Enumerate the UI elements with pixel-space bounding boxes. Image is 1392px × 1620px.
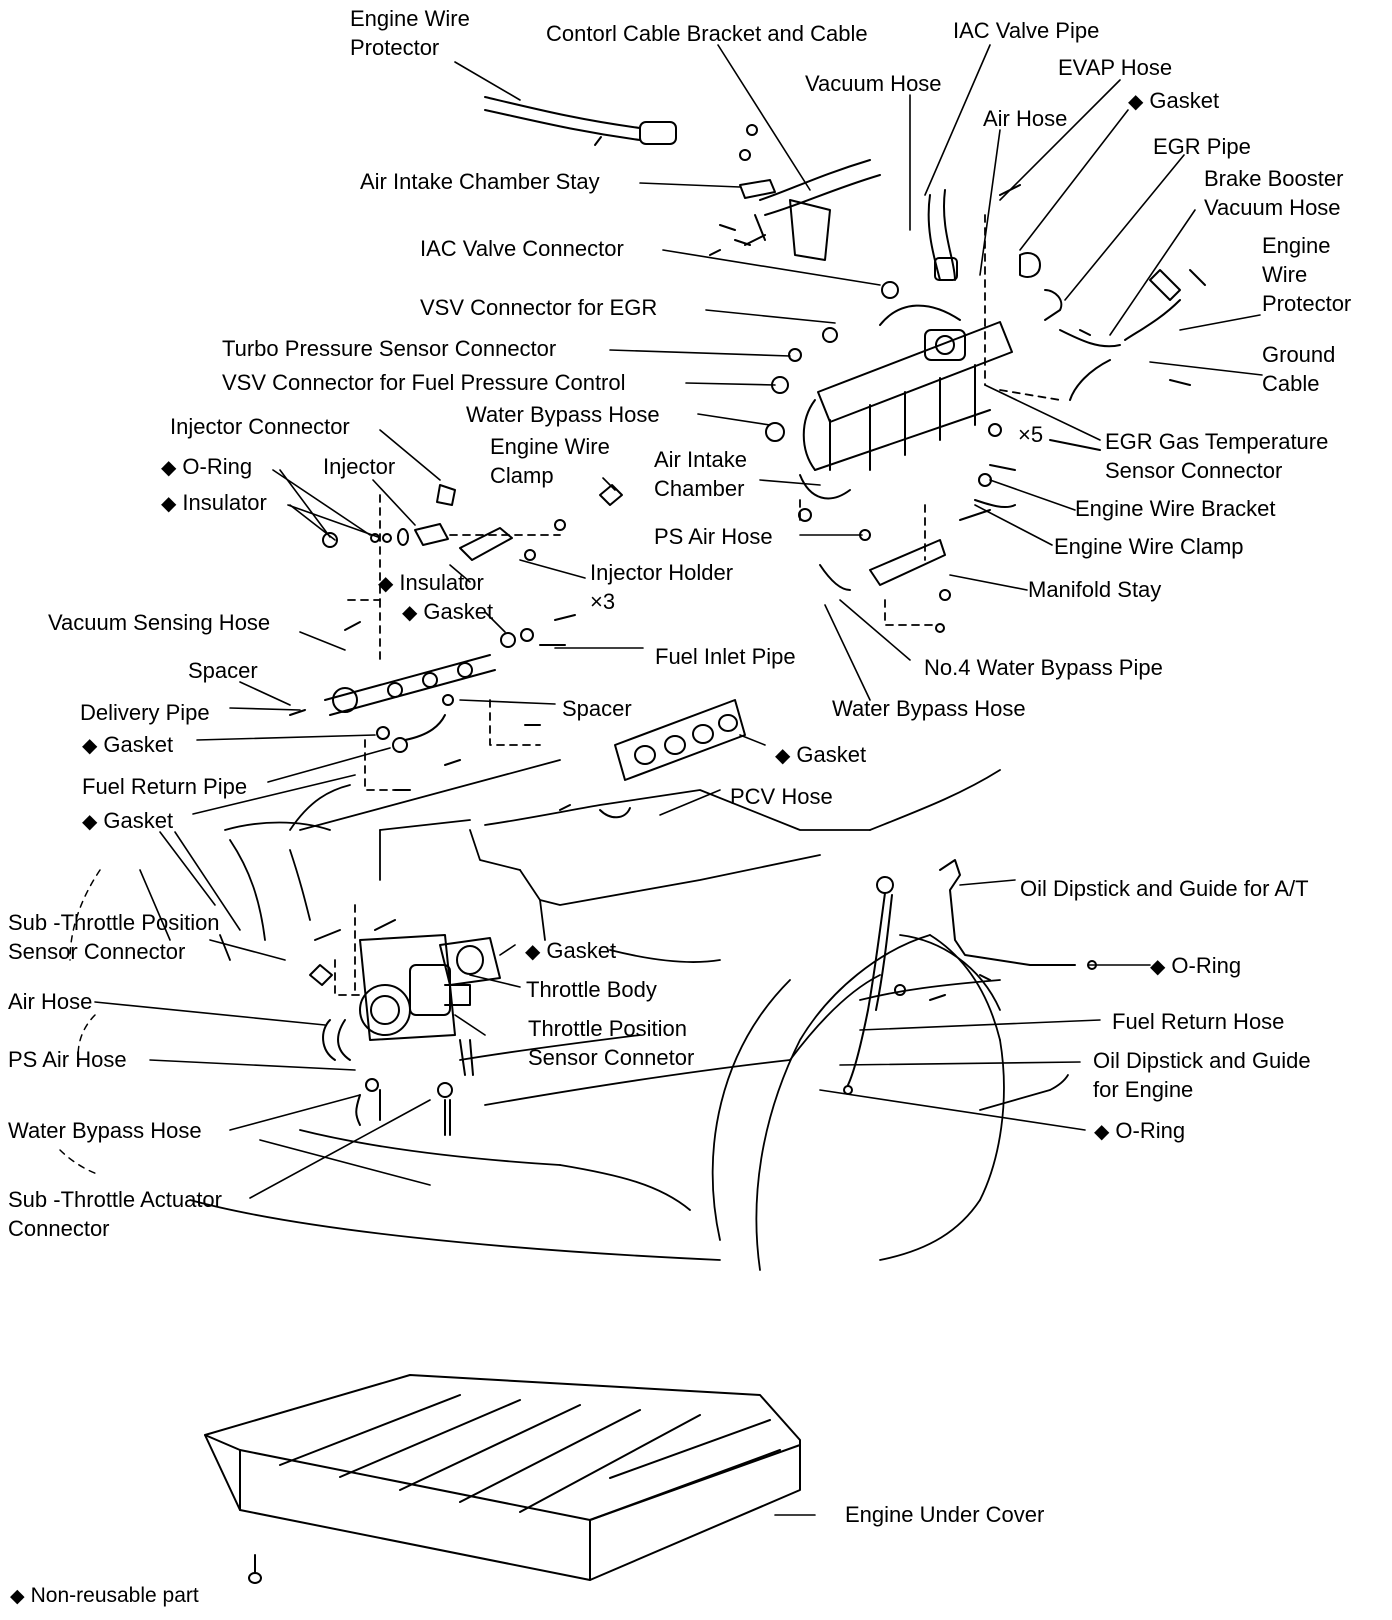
label-fuel-return-hose: Fuel Return Hose [1112, 1009, 1285, 1034]
non-reusable-diamond-icon: ◆ [1150, 956, 1166, 978]
label-gasket-top-right: ◆Gasket [1128, 88, 1220, 113]
label-manifold-stay: Manifold Stay [1028, 577, 1162, 602]
non-reusable-diamond-icon: ◆ [402, 602, 418, 624]
fender-outline [189, 934, 1069, 1271]
label-engine-wire-clamp-right: Engine Wire Clamp [1054, 534, 1244, 559]
label-iac-valve-pipe: IAC Valve Pipe [953, 18, 1100, 43]
label-engine-wire-clamp-left: Engine Wire Clamp [490, 434, 610, 488]
label-oring-left: ◆O-Ring [161, 454, 253, 479]
label-throttle-position-sensor-connector: Throttle Position Sensor Connetor [528, 1016, 695, 1070]
label-insulator-mid: ◆Insulator [378, 570, 484, 595]
label-gasket-mid: ◆Gasket [402, 599, 494, 624]
label-oring-right-1: ◆O-Ring [1150, 953, 1242, 978]
delivery-pipe-part [289, 614, 576, 791]
label-gasket-throttle: ◆Gasket [525, 938, 617, 963]
engine-under-cover-part [204, 1374, 801, 1584]
label-injector-connector: Injector Connector [170, 414, 350, 439]
non-reusable-diamond-icon: ◆ [525, 941, 541, 963]
label-engine-wire-bracket: Engine Wire Bracket [1075, 496, 1276, 521]
label-oil-dipstick-guide-engine: Oil Dipstick and Guide for Engine [1093, 1048, 1311, 1102]
label-control-cable-bracket: Contorl Cable Bracket and Cable [546, 21, 868, 46]
label-spacer-mid: Spacer [562, 696, 632, 721]
label-gasket-manifold: ◆Gasket [775, 742, 867, 767]
label-vacuum-hose: Vacuum Hose [805, 71, 942, 96]
label-engine-wire-protector-right: Engine Wire Protector [1262, 233, 1352, 316]
label-brake-booster-vacuum-hose: Brake Booster Vacuum Hose [1204, 166, 1344, 220]
non-reusable-diamond-icon: ◆ [161, 493, 177, 515]
label-fuel-inlet-pipe: Fuel Inlet Pipe [655, 644, 796, 669]
label-ground-cable: Ground Cable [1262, 342, 1336, 396]
non-reusable-diamond-icon: ◆ [378, 573, 394, 595]
non-reusable-diamond-icon: ◆ [10, 1586, 25, 1607]
non-reusable-diamond-icon: ◆ [161, 457, 177, 479]
engine-wire-protector-part [484, 96, 677, 146]
label-spacer-left: Spacer [188, 658, 258, 683]
non-reusable-diamond-icon: ◆ [82, 735, 98, 757]
legend-non-reusable: ◆Non-reusable part [10, 1583, 199, 1610]
label-egr-gas-temperature-sensor: EGR Gas Temperature Sensor Connector [1105, 429, 1329, 483]
injector-part [322, 484, 623, 561]
engine-block-outline [219, 759, 1001, 963]
leader-lines [94, 44, 1263, 1516]
label-injector-holder: Injector Holder ×3 [590, 560, 734, 614]
label-no4-water-bypass-pipe: No.4 Water Bypass Pipe [924, 655, 1163, 680]
label-water-bypass-hose-bottom: Water Bypass Hose [8, 1118, 202, 1143]
label-water-bypass-hose-top: Water Bypass Hose [466, 402, 660, 427]
non-reusable-diamond-icon: ◆ [1128, 91, 1144, 113]
label-gasket-left-1: ◆Gasket [82, 732, 174, 757]
label-times-5: ×5 [1018, 422, 1044, 447]
dash-marks [59, 869, 101, 1176]
label-ps-air-hose-bottom: PS Air Hose [8, 1047, 127, 1072]
label-sub-throttle-actuator-connector: Sub -Throttle Actuator Connector [8, 1187, 222, 1241]
label-sub-throttle-position-sensor-connector: Sub -Throttle Position Sensor Connector [8, 910, 220, 964]
label-oil-dipstick-guide-at: Oil Dipstick and Guide for A/T [1020, 876, 1309, 901]
label-air-hose-top: Air Hose [983, 106, 1068, 131]
label-gasket-left-2: ◆Gasket [82, 808, 174, 833]
non-reusable-diamond-icon: ◆ [775, 745, 791, 767]
label-turbo-pressure-sensor-connector: Turbo Pressure Sensor Connector [222, 336, 557, 361]
label-iac-valve-connector: IAC Valve Connector [420, 236, 624, 261]
label-fuel-return-pipe: Fuel Return Pipe [82, 774, 248, 799]
egr-pipe-part [999, 184, 1206, 401]
cable-bracket-part [719, 124, 881, 261]
label-air-intake-chamber: Air Intake Chamber [654, 447, 747, 501]
label-ps-air-hose-top: PS Air Hose [654, 524, 773, 549]
fasteners [709, 239, 1101, 633]
label-vsv-connector-egr: VSV Connector for EGR [420, 295, 658, 320]
non-reusable-diamond-icon: ◆ [1094, 1121, 1110, 1143]
label-water-bypass-hose-mid: Water Bypass Hose [832, 696, 1026, 721]
legend-text: Non-reusable part [30, 1584, 199, 1607]
label-egr-pipe: EGR Pipe [1153, 134, 1251, 159]
label-delivery-pipe: Delivery Pipe [80, 700, 210, 725]
label-evap-hose: EVAP Hose [1058, 55, 1173, 80]
label-vacuum-sensing-hose: Vacuum Sensing Hose [48, 610, 271, 635]
label-vsv-connector-fuel-pressure: VSV Connector for Fuel Pressure Control [222, 370, 626, 395]
throttle-body-part [309, 919, 501, 1136]
label-engine-wire-protector-top: Engine Wire Protector [350, 6, 470, 60]
label-air-hose-bottom: Air Hose [8, 989, 93, 1014]
label-air-intake-chamber-stay: Air Intake Chamber Stay [360, 169, 600, 194]
label-pcv-hose: PCV Hose [730, 784, 833, 809]
label-throttle-body: Throttle Body [526, 977, 657, 1002]
label-injector: Injector [323, 454, 396, 479]
label-insulator-left: ◆Insulator [161, 490, 267, 515]
label-oring-right-2: ◆O-Ring [1094, 1118, 1186, 1143]
label-engine-under-cover: Engine Under Cover [845, 1502, 1045, 1527]
non-reusable-diamond-icon: ◆ [82, 811, 98, 833]
air-intake-chamber-part [799, 189, 1013, 500]
manifold-gasket-part [559, 699, 746, 819]
